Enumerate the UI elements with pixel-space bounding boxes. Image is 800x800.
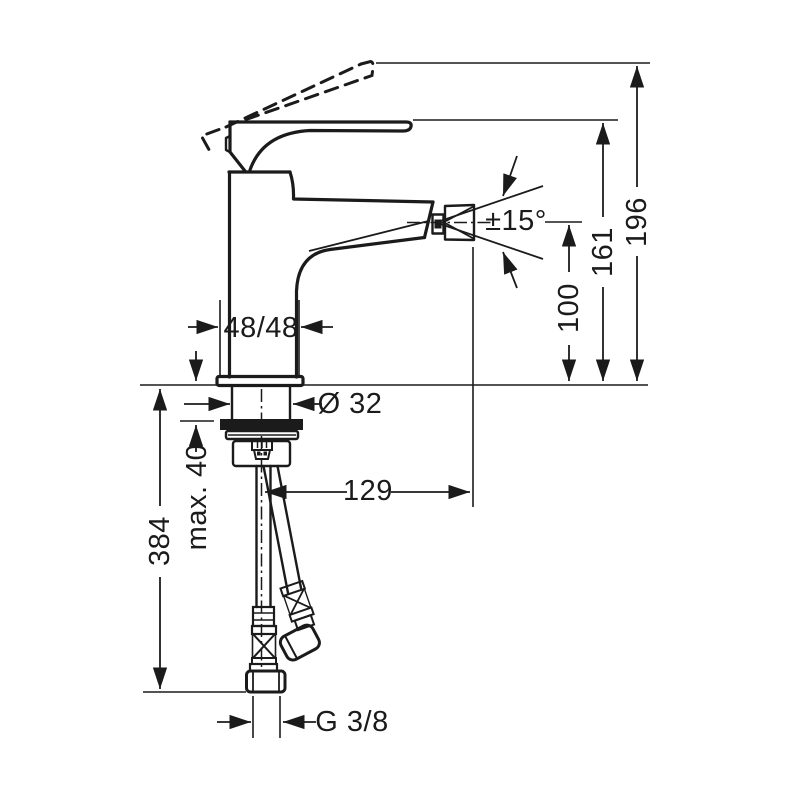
dim-label-total-height: 196 xyxy=(621,197,653,247)
dim-label-connection-thread: G 3/8 xyxy=(315,706,388,738)
dim-label-hole-diameter: Ø 32 xyxy=(318,388,383,420)
hose-crimp-ferrule xyxy=(279,579,316,632)
dimension-100: 100 xyxy=(553,225,585,381)
extension-lines xyxy=(140,62,650,738)
lever-handle xyxy=(224,120,413,173)
dimension-max-40: max. 40 xyxy=(181,351,213,550)
dimension-swivel-angle: ±15° xyxy=(435,155,547,289)
dimension-196: 196 xyxy=(621,66,653,381)
lever-handle-raised-dashed xyxy=(201,59,375,157)
hose-hex-nut xyxy=(278,623,321,662)
dimension-hole-diameter: Ø 32 xyxy=(184,388,382,420)
faucet-outline xyxy=(201,59,476,694)
dim-label-spout-reach: 129 xyxy=(343,475,393,507)
dim-label-max-mounting-thickness: max. 40 xyxy=(181,444,213,551)
faucet-body xyxy=(227,170,435,379)
dim-label-body-cross-section: 48/48 xyxy=(223,312,298,344)
dimension-161: 161 xyxy=(587,123,619,381)
hose-hex-nut xyxy=(245,669,287,694)
hose-crimp-ferrule xyxy=(248,624,279,673)
dim-label-spout-outlet-height: 100 xyxy=(553,283,585,333)
supply-hoses xyxy=(245,464,321,694)
straight-hose xyxy=(245,464,287,694)
dimension-g38: G 3/8 xyxy=(217,706,388,738)
dimension-48-48: 48/48 xyxy=(188,312,333,344)
dim-label-swivel-angle: ±15° xyxy=(485,205,547,237)
dimension-384: 384 xyxy=(144,389,176,689)
dim-label-height-to-handle: 161 xyxy=(587,227,619,277)
dim-label-hose-clearance: 384 xyxy=(144,516,176,566)
base-flange xyxy=(215,374,305,388)
dimension-129: 129 xyxy=(265,475,470,507)
